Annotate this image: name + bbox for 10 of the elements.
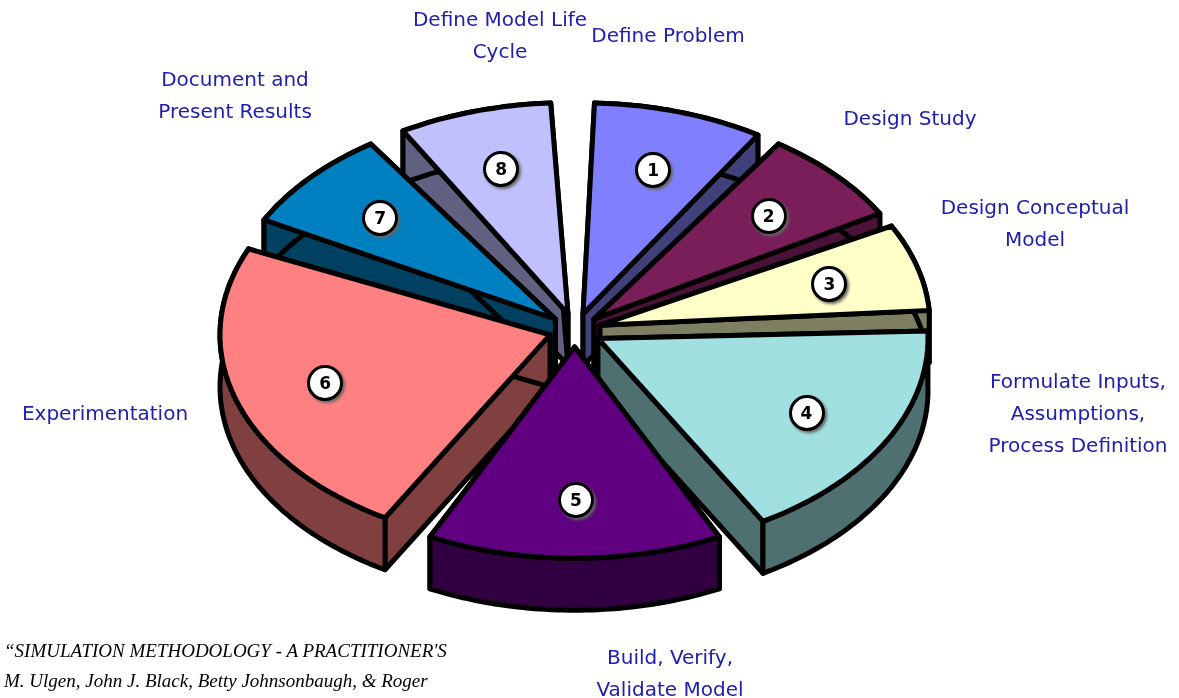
step-label: Document and Present Results (157, 66, 313, 125)
citation-text: “SIMULATION METHODOLOGY - A PRACTITIONER'S (4, 640, 447, 662)
step-label: Design Conceptual Model (939, 194, 1131, 253)
step-label: Define Model Life Cycle (411, 6, 589, 65)
step-label: Build, Verify, Validate Model (595, 644, 745, 698)
step-label: Define Problem (590, 22, 746, 49)
step-label: Experimentation (20, 400, 190, 427)
step-label: Design Study (842, 105, 978, 132)
step-label: Formulate Inputs, Assumptions, Process Definition (987, 368, 1169, 459)
citation-text: M. Ulgen, John J. Black, Betty Johnsonbaugh, & Roger (4, 670, 428, 692)
